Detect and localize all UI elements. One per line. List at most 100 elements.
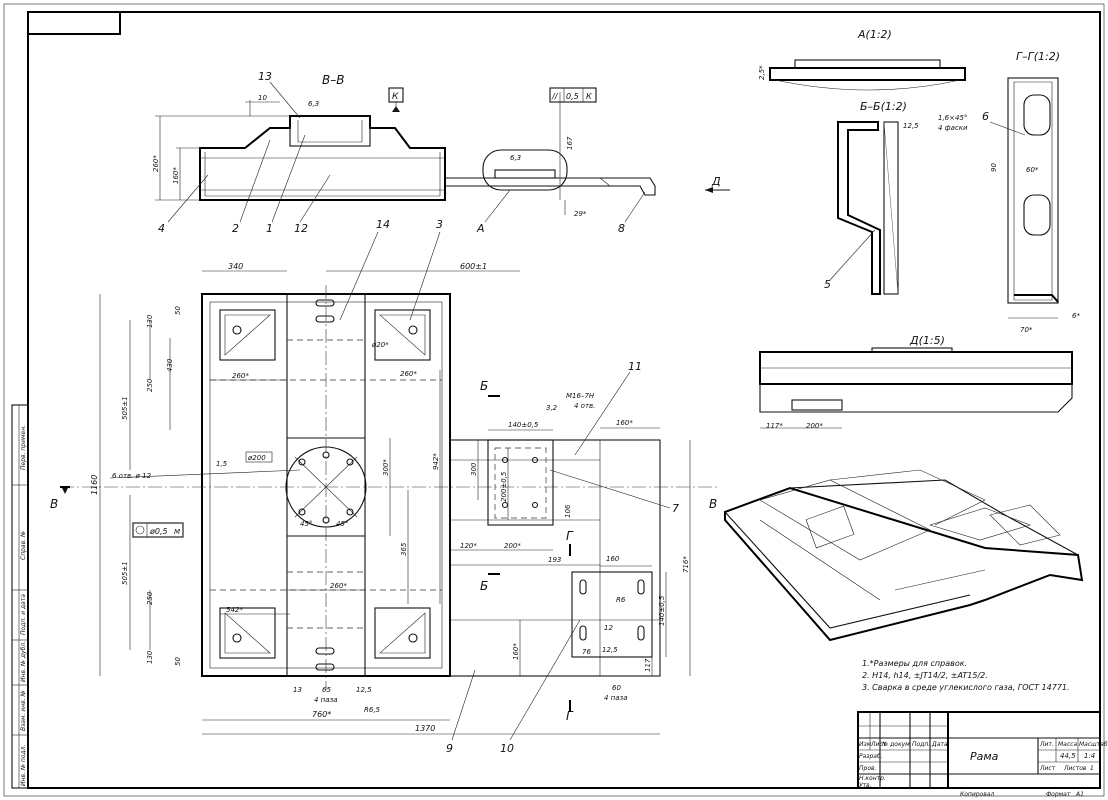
view-section-bb: Б–Б(1:2) 12,5 1,6×45° 4 фаски 5 [824,100,968,295]
pos-tol-value: ø0,5 [149,527,168,536]
tb-col-mass: Масса [1058,741,1077,748]
dim-gg-6: 6* [1072,312,1080,320]
title-block: Лит. Масса Масштаб 44,5 1:4 Лист Листов … [857,711,1108,798]
dim-d20: ø20* [371,341,389,349]
tol-value: 0,5 [566,92,579,101]
dim-542: 542* [226,606,243,614]
dim-vv-63: 6,3 [308,100,319,108]
dim-942: 942* [432,453,440,470]
technical-notes: 1.*Размеры для справок. 2. H14, h14, ±JT… [862,659,1070,692]
tb-scale: 1:4 [1084,752,1095,760]
dim-4paza-b: 4 паза [604,694,628,702]
dim-vv-260: 260* [152,155,160,172]
dim-4paza-a: 4 паза [314,696,338,704]
side-stamp-dubl: Инв. № дубл. [20,641,27,682]
mark-g-top: Г [566,529,574,543]
tol-base: К [586,92,592,101]
dim-160b: 160 [606,555,620,563]
view-isometric [724,469,1084,642]
view-title-a: А(1:2) [857,28,892,41]
tb-row-podp: Подп. [912,741,930,748]
tb-sheets: 1 [1090,765,1094,772]
dim-200b: 200* [504,542,521,550]
mark-d: Д [711,175,721,188]
dim-600: 600±1 [460,262,487,271]
leader-3: 3 [436,218,443,231]
dim-50b: 50 [174,657,182,666]
dim-4holes: 4 отв. [574,402,595,410]
note-2: 2. H14, h14, ±JT14/2, ±AT15/2. [862,671,988,680]
view-title-gg: Г–Г(1:2) [1016,50,1060,63]
dim-76: 76 [582,648,591,656]
dim-d-117: 117* [766,422,783,430]
dim-vv-29: 29* [574,210,587,218]
dim-45b: 45° [336,520,348,528]
dim-bb-4f: 4 фаски [938,124,968,132]
dim-300: 300* [382,459,390,476]
sheet-frame [3,3,1105,797]
view-title-d: Д(1:5) [909,334,945,347]
dim-a-25: 2,5* [758,65,766,80]
dim-15: 1,5 [216,460,228,468]
dim-250a: 250 [146,378,154,392]
dim-32: 3,2 [546,404,558,412]
mark-b-bottom: Б [480,579,488,593]
dim-125b: 12,5 [602,646,618,654]
side-stamp-vzam: Взам. инв. № [20,690,27,731]
dim-716: 716* [682,556,690,573]
dim-160c: 160* [512,643,520,660]
view-title-vv: В–В [322,73,344,87]
dim-130b: 130 [146,650,154,664]
dim-340: 340 [228,262,243,271]
tb-role-nkontr: Н.контр. [859,775,886,782]
tb-mass: 44,5 [1060,752,1076,760]
dim-vv-167: 167 [566,136,574,150]
dim-6holes: 6 отв. ø 12 [112,472,152,480]
dim-vv-10: 10 [258,94,267,102]
base-k: К [392,92,399,102]
dim-gg-60: 60* [1026,166,1039,174]
tb-row-doc: № докум. [881,741,912,748]
dim-760: 760* [312,710,331,719]
tb-sheets-label: Листов [1063,765,1087,772]
note-3: 3. Сварка в среде углекислого газа, ГОСТ… [862,683,1070,692]
mark-g-bottom: Г [566,709,574,723]
dim-260c: 260* [330,582,347,590]
dim-505a: 505±1 [121,396,129,420]
view-detail-a: А(1:2) 2,5* [758,28,966,91]
dim-120: 120* [460,542,477,550]
leader-12: 12 [294,222,308,235]
dim-117: 117 [644,658,652,672]
dim-365: 365 [400,542,408,556]
tb-footer-format: Формат [1046,791,1071,798]
dim-vv-63b: 6,3 [510,154,521,162]
dim-200a: 200±0,5 [500,471,508,502]
tb-role-utv: Утв. [859,782,872,789]
leader-5: 5 [824,278,831,291]
dim-140a: 140±0,5 [508,421,539,429]
leader-10: 10 [500,742,514,755]
dim-130a: 130 [146,314,154,328]
dim-bb-125: 12,5 [903,122,919,130]
pos-tol-mod: M [174,528,180,536]
leader-14: 14 [376,218,390,231]
leader-9: 9 [446,742,453,755]
tb-role-prov: Пров. [859,765,877,772]
view-d: Д(1:5) 117* 200* [759,334,1073,430]
mark-v-right: В [709,497,717,511]
dim-r65: R6,5 [364,706,381,714]
leader-13: 13 [258,70,272,83]
side-stamp: Перв. примен. Справ. № Подп. и дата Инв.… [11,404,29,789]
view-title-bb: Б–Б(1:2) [860,100,907,113]
dim-430: 430 [166,358,174,372]
tb-row-izm: Изм [859,741,872,748]
dim-125a: 12,5 [356,686,372,694]
tb-sheet-label: Лист [1039,765,1056,772]
leader-2: 2 [232,222,239,235]
dim-r6: R6 [616,596,626,604]
dim-60: 60 [612,684,621,692]
dim-vv-160: 160* [172,167,180,184]
view-section-vv: В–В 260* 160* 10 6,3 6,3 167 29* К [152,70,730,235]
side-stamp-inv: Инв. № подл. [20,745,27,786]
